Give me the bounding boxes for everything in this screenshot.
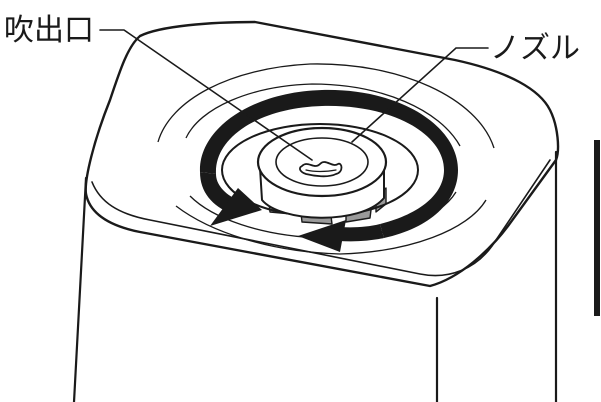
arrowhead-right <box>298 220 346 252</box>
outlet-label: 吹出口 <box>4 13 94 48</box>
outlet-opening <box>300 162 342 176</box>
side-bar-marker <box>594 140 600 316</box>
body-left-edge <box>74 178 86 402</box>
nozzle-label: ノズル <box>490 31 580 66</box>
